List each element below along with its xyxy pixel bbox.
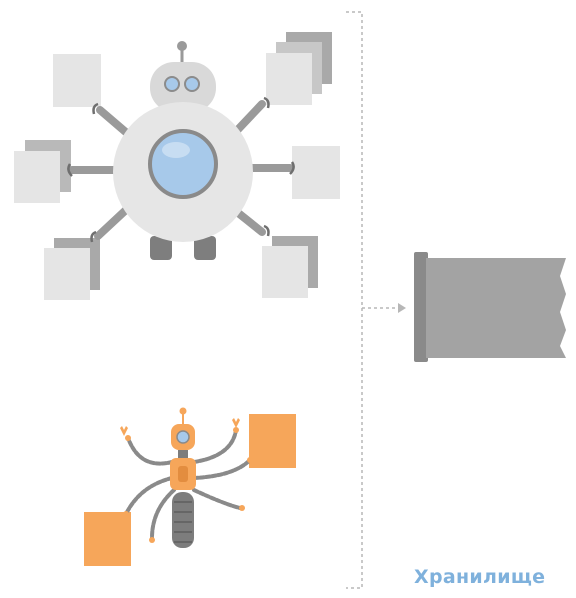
big-robot [14,32,340,300]
document-icon [292,146,340,199]
dotted-bracket [346,11,398,589]
robot-eyes [164,76,200,92]
document-stack-icon [262,236,318,298]
small-robot [84,407,296,566]
document-stack-icon [44,238,100,300]
robot-window [148,129,218,199]
document-icon [84,512,131,566]
document-icon [53,54,101,107]
robot-claws [67,96,295,243]
document-stack-icon [14,140,71,203]
document-icon [249,414,296,468]
storage-block [414,252,566,362]
storage-label: Хранилище [414,566,546,588]
document-stack-icon [266,32,332,105]
arrow-head-icon [398,303,406,313]
